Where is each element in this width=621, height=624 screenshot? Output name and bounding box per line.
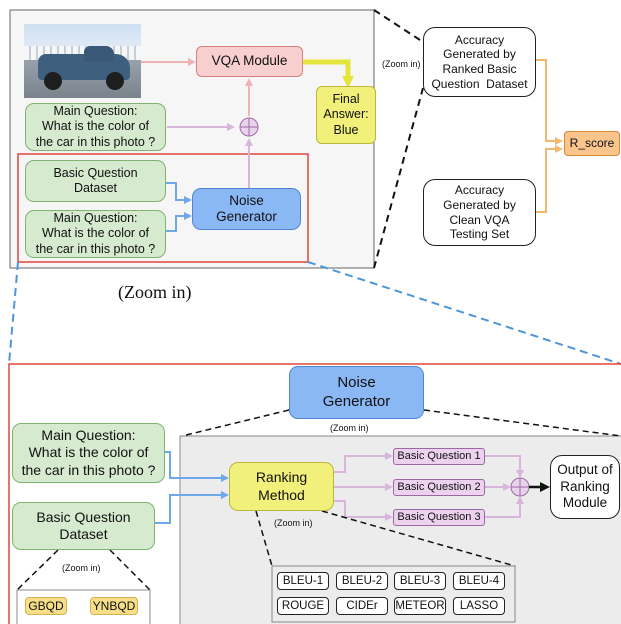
basic-question-1-box: Basic Question 1 bbox=[393, 448, 485, 465]
accuracy-ranked-box: Accuracy Generated by Ranked Basic Quest… bbox=[423, 27, 536, 97]
basic-question-1-label: Basic Question 1 bbox=[397, 449, 481, 462]
metric-rouge-label: ROUGE bbox=[281, 599, 325, 612]
basic-question-2-label: Basic Question 2 bbox=[397, 480, 481, 493]
top-basic-question-dataset-label: Basic Question Dataset bbox=[53, 165, 138, 195]
bottom-main-question-label: Main Question: What is the color of the … bbox=[21, 427, 156, 478]
metric-bleu-1-label: BLEU-1 bbox=[282, 574, 324, 587]
bottom-noise-generator-box: Noise Generator bbox=[289, 366, 424, 419]
metric-lasso-label: LASSO bbox=[459, 599, 499, 612]
r-score-box: R_score bbox=[564, 131, 620, 156]
ranking-output-box: Output of Ranking Module bbox=[550, 455, 620, 519]
metric-cider: CIDEr bbox=[336, 597, 388, 615]
metric-lasso: LASSO bbox=[453, 597, 505, 615]
metric-bleu-3-label: BLEU-3 bbox=[399, 574, 441, 587]
right-zoom-label: (Zoom in) bbox=[382, 59, 421, 69]
final-answer-box: Final Answer: Blue bbox=[316, 86, 376, 144]
top-basic-question-dataset-box: Basic Question Dataset bbox=[25, 160, 166, 202]
red-frame-bottom bbox=[8, 363, 621, 624]
top-zoom-label: (Zoom in) bbox=[118, 282, 192, 302]
accuracy-clean-box: Accuracy Generated by Clean VQA Testing … bbox=[423, 179, 536, 246]
tag-ynbqd-label: YNBQD bbox=[92, 598, 136, 613]
top-main-question-2-box: Main Question: What is the color of the … bbox=[25, 210, 166, 258]
ranking-method-box: Ranking Method bbox=[229, 462, 334, 511]
bottom-noise-zoom-label: (Zoom in) bbox=[330, 423, 369, 433]
bottom-basic-question-dataset-label: Basic Question Dataset bbox=[36, 508, 131, 542]
bottom-basic-question-dataset-box: Basic Question Dataset bbox=[12, 502, 155, 550]
ranking-method-label: Ranking Method bbox=[255, 469, 308, 503]
metric-meteor-label: METEOR bbox=[395, 599, 445, 612]
bottom-main-question-box: Main Question: What is the color of the … bbox=[12, 423, 165, 483]
metric-bleu-2-label: BLEU-2 bbox=[341, 574, 383, 587]
tag-gbqd-label: GBQD bbox=[28, 598, 64, 613]
red-frame-top bbox=[17, 153, 309, 263]
metric-bleu-4-label: BLEU-4 bbox=[458, 574, 500, 587]
metric-meteor: METEOR bbox=[394, 597, 446, 615]
top-noise-generator-box: Noise Generator bbox=[192, 188, 301, 230]
tag-ynbqd: YNBQD bbox=[90, 597, 138, 615]
tag-gbqd: GBQD bbox=[25, 597, 67, 615]
vqa-module-label: VQA Module bbox=[211, 53, 288, 69]
ranking-zoom-label: (Zoom in) bbox=[274, 518, 313, 528]
basic-question-2-box: Basic Question 2 bbox=[393, 479, 485, 496]
metric-rouge: ROUGE bbox=[277, 597, 329, 615]
metric-bleu-4: BLEU-4 bbox=[453, 572, 505, 590]
top-main-question-box: Main Question: What is the color of the … bbox=[25, 103, 166, 151]
bottom-dataset-zoom-label: (Zoom in) bbox=[62, 563, 101, 573]
r-score-label: R_score bbox=[569, 136, 615, 151]
metric-bleu-2: BLEU-2 bbox=[336, 572, 388, 590]
metric-bleu-3: BLEU-3 bbox=[394, 572, 446, 590]
top-noise-generator-label: Noise Generator bbox=[216, 192, 277, 224]
ranking-output-label: Output of Ranking Module bbox=[557, 462, 613, 511]
accuracy-ranked-label: Accuracy Generated by Ranked Basic Quest… bbox=[431, 32, 528, 91]
vqa-module-box: VQA Module bbox=[196, 46, 303, 77]
bottom-noise-generator-label: Noise Generator bbox=[322, 374, 391, 410]
metric-bleu-1: BLEU-1 bbox=[277, 572, 329, 590]
metric-cider-label: CIDEr bbox=[346, 599, 378, 612]
car-photo bbox=[24, 24, 141, 98]
basic-question-3-box: Basic Question 3 bbox=[393, 509, 485, 526]
final-answer-label: Final Answer: Blue bbox=[323, 92, 369, 137]
top-main-question-2-label: Main Question: What is the color of the … bbox=[35, 211, 156, 256]
basic-question-3-label: Basic Question 3 bbox=[397, 510, 481, 523]
accuracy-clean-label: Accuracy Generated by Clean VQA Testing … bbox=[443, 183, 516, 242]
top-main-question-label: Main Question: What is the color of the … bbox=[35, 104, 156, 149]
